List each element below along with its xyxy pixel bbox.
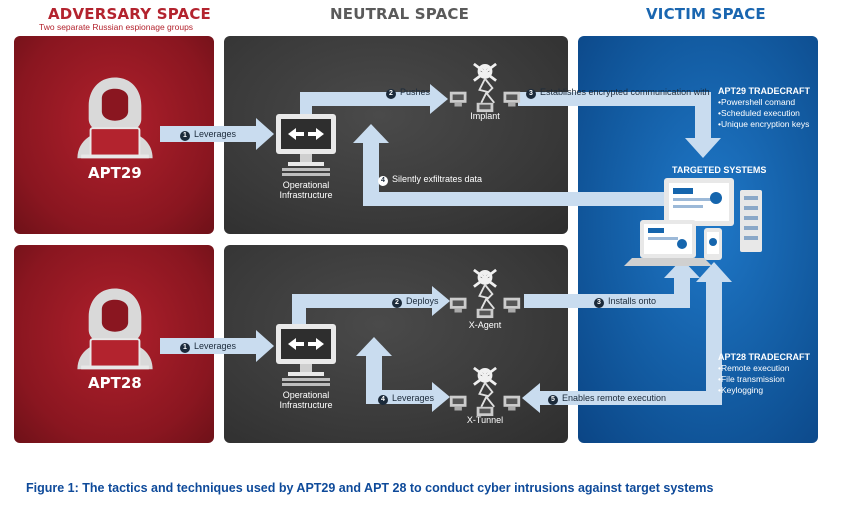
targeted-systems-label: TARGETED SYSTEMS: [672, 165, 767, 175]
apt28-hacker-icon: [76, 287, 154, 371]
adversary-space-header: ADVERSARY SPACE: [48, 5, 211, 23]
x-agent-label: X-Agent: [468, 320, 502, 330]
apt28-deploys-arrow: [292, 286, 450, 328]
step-number-1: 1: [180, 343, 190, 353]
step-number-5: 5: [548, 395, 558, 405]
apt29-tradecraft-item: Powershell comand: [718, 97, 809, 108]
apt29-label: APT29: [88, 164, 142, 182]
apt29-infrastructure-monitor-icon: [276, 114, 336, 176]
apt28-tradecraft-title: APT28 TRADECRAFT: [718, 352, 811, 362]
apt28-tradecraft-item: Keylogging: [718, 385, 790, 396]
step-number-3: 3: [594, 298, 604, 308]
apt29-tradecraft-item: Scheduled execution: [718, 108, 809, 119]
victim-space-header: VICTIM SPACE: [646, 5, 766, 23]
apt28-tradecraft-item: File transmission: [718, 374, 790, 385]
targeted-systems-icon: [624, 178, 762, 266]
apt29-tradecraft-item: Unique encryption keys: [718, 119, 809, 130]
step-number-4: 4: [378, 395, 388, 405]
step-number-1: 1: [180, 131, 190, 141]
apt28-installs-arrow: [524, 259, 700, 308]
apt29-tradecraft-title: APT29 TRADECRAFT: [718, 86, 811, 96]
implant-label: Implant: [470, 111, 500, 121]
step-number-2: 2: [392, 298, 402, 308]
apt28-enables-arrow: [522, 262, 732, 413]
x-tunnel-malware-icon: [448, 366, 522, 418]
apt28-tradecraft-list: Remote execution File transmission Keylo…: [718, 363, 790, 396]
step-number-4: 4: [378, 176, 388, 186]
implant-malware-icon: [448, 62, 522, 114]
x-tunnel-label: X-Tunnel: [466, 415, 504, 425]
neutral-space-header: NEUTRAL SPACE: [330, 5, 470, 23]
step-number-2: 2: [386, 89, 396, 99]
apt29-hacker-icon: [76, 76, 154, 160]
step-number-3: 3: [526, 89, 536, 99]
apt29-exfiltrates-arrow: [353, 124, 683, 206]
x-agent-malware-icon: [448, 268, 522, 320]
apt28-label: APT28: [88, 374, 142, 392]
adversary-space-subtitle: Two separate Russian espionage groups: [39, 22, 194, 32]
apt28-infrastructure-label: Operational Infrastructure: [279, 390, 333, 410]
apt29-pushes-arrow: [300, 84, 448, 116]
apt29-infrastructure-label: Operational Infrastructure: [279, 180, 333, 200]
apt29-establishes-arrow: [518, 92, 721, 158]
apt29-tradecraft-list: Powershell comand Scheduled execution Un…: [718, 97, 809, 130]
apt28-tradecraft-item: Remote execution: [718, 363, 790, 374]
apt28-infrastructure-monitor-icon: [276, 324, 336, 386]
figure-caption: Figure 1: The tactics and techniques use…: [26, 481, 714, 495]
apt28-leverages-xtunnel-arrow: [356, 337, 450, 412]
